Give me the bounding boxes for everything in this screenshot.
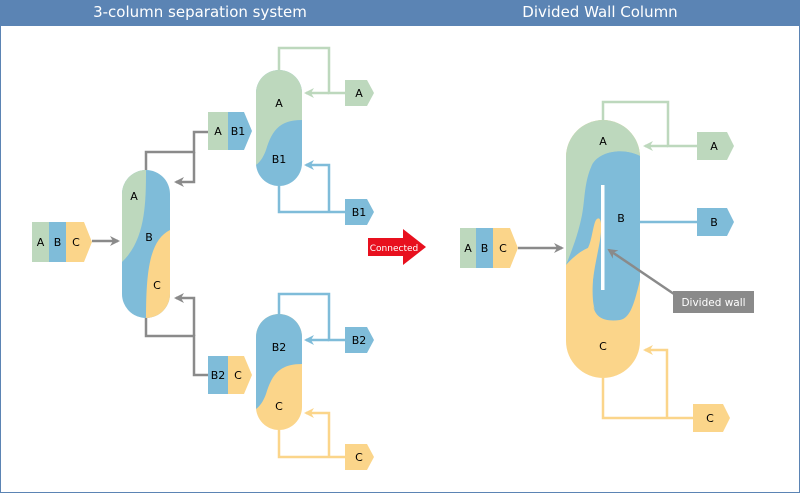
connected-arrow — [368, 229, 426, 265]
column3-zone-b2: B2 — [272, 341, 287, 354]
feed-right-b: B — [481, 242, 489, 255]
divided-wall — [601, 185, 605, 290]
stream-b2-c-c: C — [234, 369, 242, 382]
right-title: Divided Wall Column — [522, 3, 678, 21]
dwc-piping — [601, 100, 697, 420]
product-a-col2-label: A — [355, 87, 363, 100]
feed-left — [32, 222, 92, 262]
product-c-col3 — [345, 444, 374, 470]
product-b1-col2-label: B1 — [352, 206, 367, 219]
connected-label: Connected — [370, 244, 418, 254]
column2-piping — [277, 46, 345, 214]
feed-right-a: A — [464, 242, 472, 255]
column3 — [256, 314, 302, 430]
header-bar — [0, 0, 800, 26]
dwc-zone-a: A — [599, 135, 607, 148]
divided-wall-column — [566, 120, 640, 378]
product-c-dwc — [693, 404, 730, 432]
column1-zone-b: B — [145, 231, 153, 244]
feed-right-c: C — [499, 242, 507, 255]
callout-label: Divided wall — [681, 297, 745, 309]
dwc-zone-b: B — [617, 212, 625, 225]
column1-piping — [92, 130, 208, 377]
stream-a-b1 — [208, 112, 252, 150]
product-b2-col3 — [345, 327, 374, 353]
product-a-col2 — [345, 80, 374, 106]
column2 — [256, 70, 302, 186]
product-c-dwc-label: C — [706, 412, 714, 425]
column2-zone-b1: B1 — [272, 153, 287, 166]
feed-left-b: B — [54, 236, 62, 249]
stream-a-b1-b1: B1 — [231, 125, 246, 138]
column1-zone-a: A — [130, 190, 138, 203]
product-b2-col3-label: B2 — [352, 334, 367, 347]
dwc-zone-c: C — [599, 340, 607, 353]
column3-zone-c: C — [275, 400, 283, 413]
column1 — [122, 170, 170, 318]
callout-box — [673, 291, 754, 313]
left-title: 3-column separation system — [93, 3, 307, 21]
product-b1-col2 — [345, 199, 374, 225]
stream-b2-c — [208, 356, 252, 394]
product-b-dwc-label: B — [710, 216, 718, 229]
feed-left-a: A — [37, 236, 45, 249]
column1-zone-c: C — [153, 279, 161, 292]
product-b-dwc — [697, 208, 734, 236]
product-c-col3-label: C — [355, 451, 363, 464]
feed-left-c: C — [72, 236, 80, 249]
callout-pointer — [607, 248, 675, 296]
product-a-dwc — [697, 132, 734, 160]
product-a-dwc-label: A — [710, 140, 718, 153]
stream-b2-c-b2: B2 — [211, 369, 226, 382]
feed-right — [460, 228, 518, 268]
column3-piping — [277, 292, 345, 459]
stream-a-b1-a: A — [214, 125, 222, 138]
column2-zone-a: A — [275, 97, 283, 110]
